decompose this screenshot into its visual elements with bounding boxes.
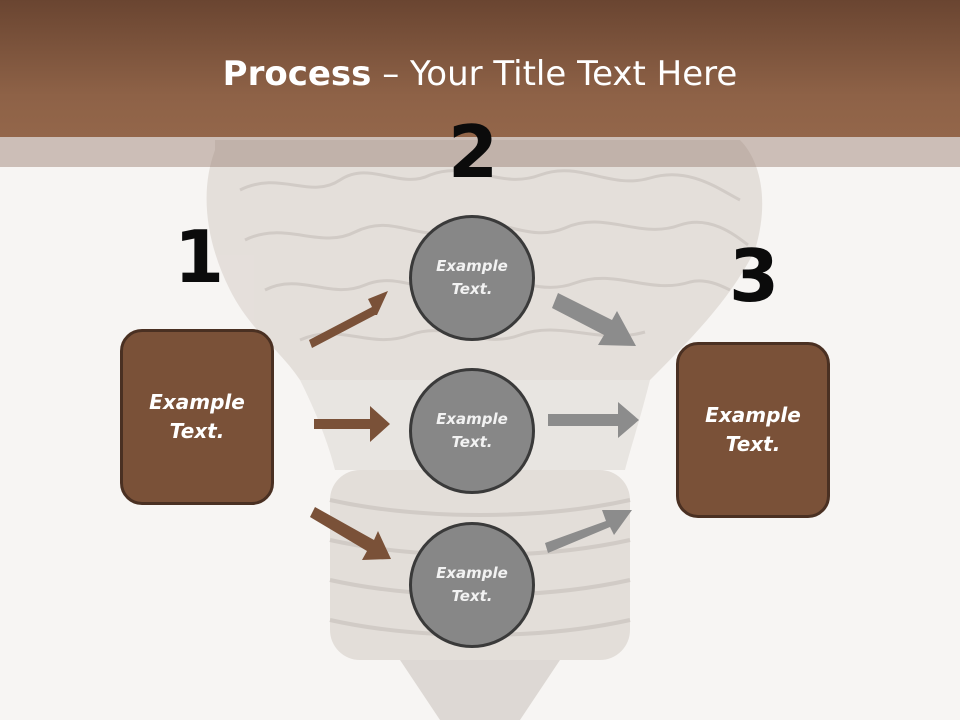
title-dash: – — [371, 54, 411, 94]
right-box-text: Example Text. — [705, 403, 801, 456]
slide-title: Process – Your Title Text Here — [0, 52, 960, 96]
title-strong: Process — [222, 54, 372, 94]
circle-bottom[interactable]: Example Text. — [409, 522, 535, 648]
circle-middle[interactable]: Example Text. — [409, 368, 535, 494]
title-rest: Your Title Text Here — [410, 54, 738, 94]
title-bar — [0, 0, 960, 137]
left-box[interactable]: Example Text. — [120, 329, 274, 505]
right-box[interactable]: Example Text. — [676, 342, 830, 518]
circle-middle-text: Example Text. — [436, 410, 508, 451]
circle-bottom-text: Example Text. — [436, 564, 508, 605]
step-number-3: 3 — [728, 234, 780, 318]
circle-top-text: Example Text. — [436, 257, 508, 298]
left-box-text: Example Text. — [149, 390, 245, 443]
title-sub-band — [0, 137, 960, 167]
step-number-2: 2 — [447, 110, 499, 194]
circle-top[interactable]: Example Text. — [409, 215, 535, 341]
step-number-1: 1 — [173, 215, 225, 299]
